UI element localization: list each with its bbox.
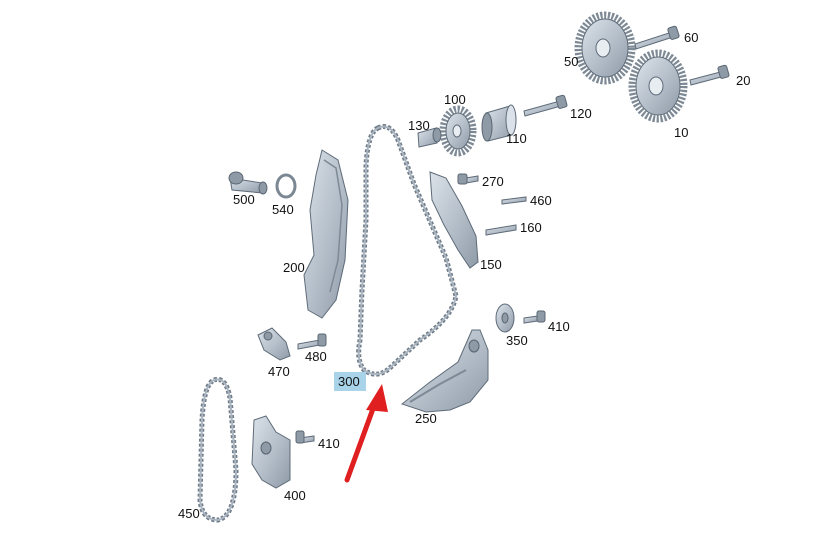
label-120: 120 <box>570 106 592 121</box>
bolt-410-upper <box>523 310 546 324</box>
oil-pump-chain-450 <box>197 376 239 523</box>
red-arrow-pointer <box>344 384 388 483</box>
spacer-130 <box>417 127 442 148</box>
label-450: 450 <box>178 506 200 521</box>
highlight-box-300 <box>334 372 366 391</box>
label-250: 250 <box>415 411 437 426</box>
bolt-480 <box>297 333 327 350</box>
label-150: 150 <box>480 257 502 272</box>
label-200: 200 <box>283 260 305 275</box>
guide-rail-150 <box>429 171 479 269</box>
pin-160 <box>485 224 517 236</box>
tensioner-rail-200 <box>303 149 349 319</box>
label-130: 130 <box>408 118 430 133</box>
tensioner-470 <box>257 327 291 361</box>
label-500: 500 <box>233 192 255 207</box>
label-60: 60 <box>684 30 698 45</box>
camshaft-gear-10 <box>628 49 688 123</box>
label-410-lower: 410 <box>318 436 340 451</box>
bolt-60 <box>634 25 680 50</box>
seal-ring-540 <box>275 173 297 199</box>
plug-500 <box>228 171 268 195</box>
label-480: 480 <box>305 349 327 364</box>
label-400: 400 <box>284 488 306 503</box>
label-10: 10 <box>674 125 688 140</box>
label-160: 160 <box>520 220 542 235</box>
sleeve-110 <box>481 104 517 142</box>
pin-460 <box>501 196 527 205</box>
label-270: 270 <box>482 174 504 189</box>
sprocket-100 <box>439 105 477 157</box>
label-300: 300 <box>338 374 360 389</box>
bolt-120 <box>523 94 568 117</box>
bolt-410-lower <box>295 430 315 444</box>
label-410-upper: 410 <box>548 319 570 334</box>
chain-tensioner-250 <box>400 329 489 413</box>
sprocket-350 <box>495 303 515 333</box>
bolt-20 <box>689 64 730 86</box>
label-20: 20 <box>736 73 750 88</box>
label-350: 350 <box>506 333 528 348</box>
label-50: 50 <box>564 54 578 69</box>
label-470: 470 <box>268 364 290 379</box>
bolt-270 <box>457 173 479 185</box>
label-100: 100 <box>444 92 466 107</box>
label-460: 460 <box>530 193 552 208</box>
camshaft-gear-50 <box>574 11 636 85</box>
timing-chain-300 <box>356 124 459 377</box>
label-540: 540 <box>272 202 294 217</box>
label-110: 110 <box>506 131 527 146</box>
chain-guide-400 <box>251 415 291 489</box>
